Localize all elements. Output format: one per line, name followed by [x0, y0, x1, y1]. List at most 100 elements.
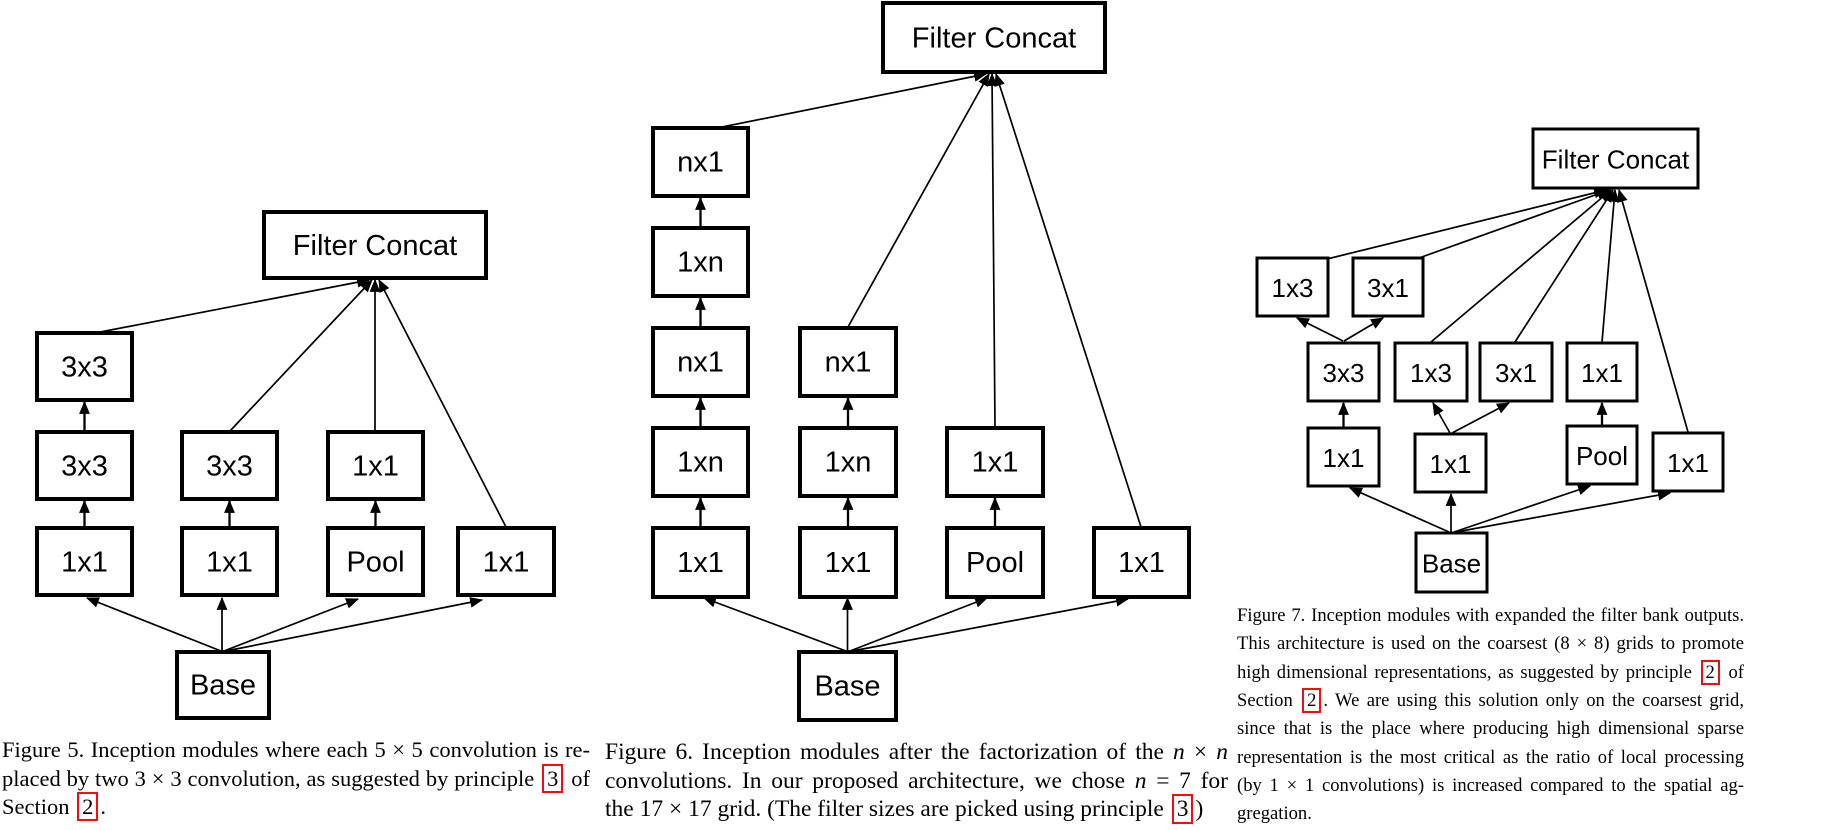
fig5-1x1-far-box [456, 526, 556, 597]
fig5-edge-3x3top-to-concat [89, 276, 371, 335]
fig5-edge-base-to-1x1left [85, 597, 222, 652]
fig5-base-box [175, 650, 271, 720]
fig7-3x1-mid-box [1478, 341, 1554, 403]
fig5-filter-concat-label: Filter Concat [293, 230, 457, 262]
fig5-1x1-mid-label: 1x1 [206, 547, 253, 579]
caption-text-segment: of [565, 765, 591, 791]
fig6-base-label: Base [814, 671, 880, 703]
fig5-edge-1x1far-to-concat [378, 279, 507, 528]
fig6-base-box [797, 650, 898, 722]
fig6-edge-base-to-c1 [702, 597, 847, 652]
fig7-1x3-mid-box [1393, 341, 1469, 403]
caption-line: (by 1 × 1 convolutions) is increased com… [1237, 772, 1744, 800]
fig5-filter-concat-box [262, 210, 488, 280]
caption-line: representation is the most critical as t… [1237, 744, 1744, 772]
citation-ref[interactable]: 3 [1171, 794, 1194, 825]
caption-line: Section 2. [2, 792, 590, 822]
fig7-edge-1x1b-to-1x3mid [1432, 402, 1451, 434]
fig6-c1-1xn-a-label: 1xn [677, 247, 724, 279]
caption-text-segment: n [1134, 767, 1147, 794]
fig7-3x3-label: 3x3 [1323, 358, 1365, 388]
fig5-3x3-mid-box [180, 430, 279, 501]
citation-ref[interactable]: 3 [542, 763, 564, 793]
fig6-c1-1xn-b-label: 1xn [677, 447, 724, 479]
fig7-1x1-a-label: 1x1 [1323, 443, 1365, 473]
fig6-c2-nx1-label: nx1 [825, 347, 872, 379]
caption-text-segment: This architecture is used on the coarses… [1237, 633, 1744, 655]
fig7-edge-base-to-pool [1453, 484, 1592, 533]
fig6-edge-base-to-c4 [851, 595, 1130, 652]
caption-text-segment: gregation. [1237, 803, 1312, 825]
fig5-edge-3x3mid-to-concat [229, 279, 373, 432]
caption-line: placed by two 3 × 3 convolution, as sugg… [2, 763, 591, 794]
fig6-pool-label: Pool [966, 547, 1024, 579]
caption-text-segment: . [100, 794, 106, 820]
caption-text-segment: . We are using this solution only on the… [1323, 690, 1744, 712]
fig6-c1-nx1-top-label: nx1 [677, 147, 724, 179]
fig7-1x1-mid-box [1565, 341, 1639, 403]
fig6-c2-1xn-label: 1xn [825, 447, 872, 479]
fig6-c1-nx1-b-box [651, 326, 750, 398]
fig5-3x3-mid-label: 3x3 [206, 451, 253, 483]
fig7-edge-base-to-1x1a [1349, 487, 1450, 533]
fig7-1x1-a-box [1306, 426, 1381, 488]
caption-line: This architecture is used on the coarses… [1237, 630, 1744, 658]
figure6-diagram: Filter Concat nx1 1xn nx1 1xn 1x1 nx1 1x… [651, 1, 1191, 722]
fig7-edge-3x3-to-1x3top [1296, 317, 1344, 342]
fig5-3x3-top-label: 3x3 [61, 352, 108, 384]
fig6-c2-1x1-label: 1x1 [825, 547, 872, 579]
caption-text-segment: n [1173, 739, 1185, 765]
fig7-base-label: Base [1422, 549, 1481, 579]
caption-text-segment: = 7 for [1146, 767, 1228, 794]
fig6-c1-1x1-box [651, 526, 750, 599]
citation-ref[interactable]: 2 [1700, 659, 1720, 685]
caption-line: since that is the place where producing … [1237, 715, 1744, 743]
fig7-1x3-mid-label: 1x3 [1410, 358, 1452, 388]
figure5-diagram: Filter Concat 3x3 3x3 3x3 1x1 1x1 1x1 Po… [35, 210, 556, 720]
fig5-3x3-left-label: 3x3 [61, 451, 108, 483]
fig6-c1-nx1-b-label: nx1 [677, 347, 724, 379]
fig6-c3-1x1-box [945, 426, 1045, 498]
fig5-3x3-top-box [35, 331, 134, 402]
fig7-base-box [1414, 531, 1489, 594]
caption-line: Figure 5. Inception modules where each 5… [2, 736, 590, 765]
fig7-filter-concat-box [1531, 127, 1700, 190]
fig5-pool-label: Pool [346, 547, 404, 579]
fig7-edge-3x3-to-3x1top [1343, 317, 1384, 342]
fig5-1x1-left-label: 1x1 [61, 547, 108, 579]
fig6-edge-base-to-pool [849, 597, 989, 652]
citation-ref[interactable]: 2 [1302, 688, 1322, 714]
caption-text-segment: the 17 × 17 grid. (The filter sizes are … [605, 796, 1170, 823]
fig7-edge-1x1d-to-concat [1617, 188, 1689, 433]
caption-text-segment: n [1216, 739, 1228, 765]
fig5-edge-base-to-1x1far [225, 597, 484, 652]
fig5-3x3-left-box [35, 430, 134, 501]
fig6-c3-1x1-label: 1x1 [972, 447, 1019, 479]
caption-line: convolutions. In our proposed architectu… [605, 767, 1228, 796]
fig5-1x1-mid-box [180, 526, 279, 597]
caption-text-segment: ) [1195, 796, 1204, 823]
fig6-c1-1xn-a-box [651, 226, 750, 298]
fig6-c4-1x1-box [1092, 526, 1191, 599]
fig7-3x3-box [1306, 341, 1381, 403]
caption-text-segment: high dimensional representations, as sug… [1237, 661, 1699, 683]
caption-text-segment: Section [2, 794, 76, 820]
fig7-edge-3x1top-to-concat [1418, 188, 1611, 259]
fig7-1x1-b-box [1413, 432, 1488, 494]
citation-ref[interactable]: 2 [77, 792, 99, 822]
caption-text-segment: Figure 5. Inception modules where each 5… [2, 737, 590, 762]
fig6-edge-c1-to-concat [711, 71, 988, 130]
fig7-pool-label: Pool [1576, 441, 1628, 471]
fig7-pool-box [1565, 424, 1639, 486]
fig6-c1-nx1-top-box [651, 126, 750, 198]
fig7-3x1-mid-label: 3x1 [1495, 358, 1537, 388]
figure6-caption: Figure 6. Inception modules after the fa… [605, 738, 1228, 825]
caption-text-segment: convolutions. In our proposed architectu… [605, 767, 1135, 794]
fig6-pool-box [945, 526, 1045, 599]
caption-text-segment: (by 1 × 1 convolutions) is increased com… [1237, 775, 1744, 797]
fig7-edge-base-to-1x1d [1455, 489, 1672, 533]
fig7-1x1-mid-label: 1x1 [1581, 358, 1623, 388]
caption-line: gregation. [1237, 800, 1744, 828]
